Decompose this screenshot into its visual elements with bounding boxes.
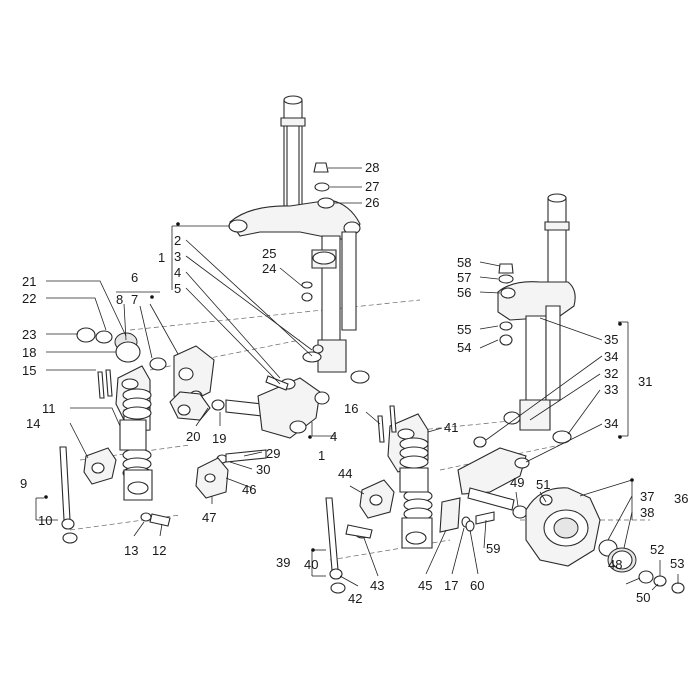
part-label-44: 44 (338, 466, 352, 481)
left-bracket-assembly (76, 327, 330, 499)
part-label-4b: 4 (330, 429, 337, 444)
right-shock-absorber (325, 405, 495, 594)
part-label-8: 8 (116, 292, 123, 307)
part-label-9: 9 (20, 476, 27, 491)
part-label-29: 29 (266, 446, 280, 461)
part-label-37: 37 (640, 489, 654, 504)
part-label-7: 7 (131, 292, 138, 307)
part-label-17: 17 (444, 578, 458, 593)
part-label-34b: 34 (604, 416, 618, 431)
part-label-4: 4 (174, 265, 181, 280)
part-label-31: 31 (638, 374, 652, 389)
part-label-50: 50 (636, 590, 650, 605)
right-swing-arm-and-hub (457, 436, 685, 594)
part-label-20: 20 (186, 429, 200, 444)
part-label-36: 36 (674, 491, 688, 506)
part-label-5: 5 (174, 281, 181, 296)
part-label-58: 58 (457, 255, 471, 270)
part-label-42: 42 (348, 591, 362, 606)
part-label-43: 43 (370, 578, 384, 593)
part-label-27: 27 (365, 179, 379, 194)
part-label-18: 18 (22, 345, 36, 360)
part-label-24: 24 (262, 261, 276, 276)
part-label-47: 47 (202, 510, 216, 525)
part-label-3: 3 (174, 249, 181, 264)
part-label-57: 57 (457, 270, 471, 285)
part-label-53: 53 (670, 556, 684, 571)
part-label-45: 45 (418, 578, 432, 593)
part-label-21: 21 (22, 274, 36, 289)
part-label-28: 28 (365, 160, 379, 175)
part-label-48: 48 (608, 557, 622, 572)
part-label-32: 32 (604, 366, 618, 381)
part-label-59: 59 (486, 541, 500, 556)
part-label-51: 51 (536, 477, 550, 492)
part-label-56: 56 (457, 285, 471, 300)
part-label-23: 23 (22, 327, 36, 342)
part-label-25: 25 (262, 246, 276, 261)
part-label-40: 40 (304, 557, 318, 572)
left-shock-absorber (59, 365, 171, 544)
part-number-labels: 28 27 26 1 2 3 4 5 25 24 6 8 7 21 22 23 … (20, 160, 688, 606)
part-label-2: 2 (174, 233, 181, 248)
part-label-46: 46 (242, 482, 256, 497)
part-label-38: 38 (640, 505, 654, 520)
part-label-34: 34 (604, 349, 618, 364)
part-label-11: 11 (42, 401, 56, 416)
part-label-14: 14 (26, 416, 40, 431)
part-label-19: 19 (212, 431, 226, 446)
part-label-54: 54 (457, 340, 471, 355)
part-label-12: 12 (152, 543, 166, 558)
part-label-55: 55 (457, 322, 471, 337)
part-label-60: 60 (470, 578, 484, 593)
part-label-33: 33 (604, 382, 618, 397)
leader-lines (35, 167, 679, 591)
part-label-1: 1 (158, 250, 165, 265)
bracket-markers (44, 222, 634, 552)
part-label-10: 10 (38, 513, 52, 528)
part-label-35: 35 (604, 332, 618, 347)
part-label-15: 15 (22, 363, 36, 378)
right-steering-tube-assembly (497, 193, 576, 444)
part-label-30: 30 (256, 462, 270, 477)
part-label-49: 49 (510, 475, 524, 490)
part-label-52: 52 (650, 542, 664, 557)
part-label-41: 41 (444, 420, 458, 435)
part-label-16: 16 (344, 401, 358, 416)
part-label-6: 6 (131, 270, 138, 285)
part-label-13: 13 (124, 543, 138, 558)
left-steering-tube-assembly (228, 95, 370, 384)
part-label-1b: 1 (318, 448, 325, 463)
part-label-39: 39 (276, 555, 290, 570)
part-label-26: 26 (365, 195, 379, 210)
part-label-22: 22 (22, 291, 36, 306)
